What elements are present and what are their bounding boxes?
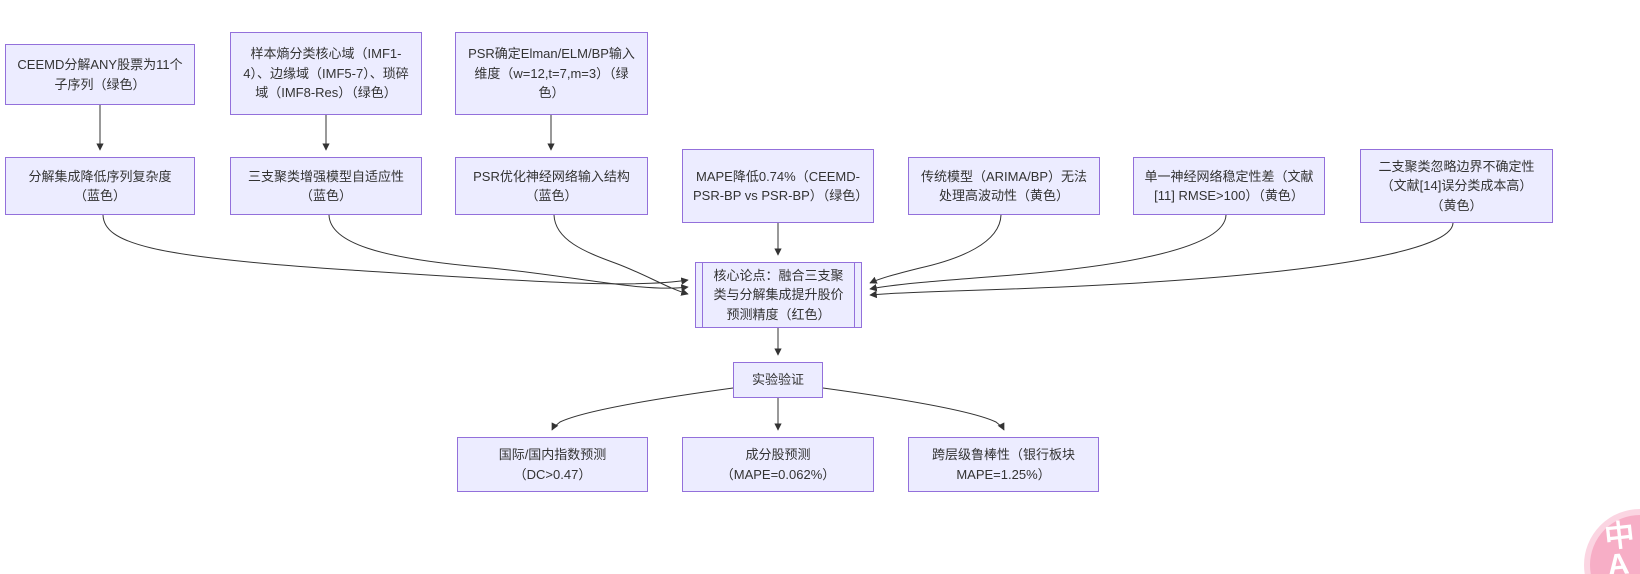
translate-badge-label: 中 A (1602, 518, 1638, 574)
node-label: 核心论点：融合三支聚类与分解集成提升股价预测精度（红色） (713, 267, 844, 322)
node-label: 二支聚类忽略边界不确定性（文献[14]误分类成本高）（黄色） (1378, 158, 1535, 213)
edge-exp-m (822, 387, 1005, 431)
node-label: 分解集成降低序列复杂度（蓝色） (28, 168, 172, 204)
node-experimental-validation: 实验验证 (733, 362, 823, 398)
edge-j-core (869, 222, 1454, 299)
node-core-thesis: 核心论点：融合三支聚类与分解集成提升股价预测精度（红色） (695, 262, 862, 328)
node-label: MAPE降低0.74%（CEEMD-PSR-BP vs PSR-BP）（绿色） (693, 168, 869, 204)
edge-e-core (328, 214, 689, 292)
edge-h-core (869, 214, 1002, 284)
node-label: 实验验证 (751, 372, 804, 388)
node-label: CEEMD分解ANY股票为11个子序列（绿色） (17, 57, 183, 92)
node-constituent-stock-prediction: 成分股预测（MAPE=0.062%） (682, 437, 874, 492)
edge-d-core (102, 214, 689, 285)
node-sample-entropy-classification: 样本熵分类核心域（IMF1-4）、边缘域（IMF5-7）、琐碎域（IMF8-Re… (230, 32, 422, 115)
node-label: PSR优化神经网络输入结构（蓝色） (473, 168, 630, 204)
edge-i-core (869, 214, 1227, 292)
node-label: 三支聚类增强模型自适应性（蓝色） (247, 168, 404, 204)
node-label: 单一神经网络稳定性差（文献[11] RMSE>100）（黄色） (1144, 168, 1314, 204)
node-mape-reduction: MAPE降低0.74%（CEEMD-PSR-BP vs PSR-BP）（绿色） (682, 149, 874, 223)
node-label: 成分股预测（MAPE=0.062%） (720, 447, 836, 482)
node-decomposition-reduces-complexity: 分解集成降低序列复杂度（蓝色） (5, 157, 195, 215)
node-traditional-model-limitation: 传统模型（ARIMA/BP）无法处理高波动性（黄色） (908, 157, 1100, 215)
node-label: 跨层级鲁棒性（银行板块MAPE=1.25%） (931, 447, 1075, 482)
node-psr-optimizes-input-structure: PSR优化神经网络输入结构（蓝色） (455, 157, 648, 215)
node-cross-level-robustness: 跨层级鲁棒性（银行板块MAPE=1.25%） (908, 437, 1099, 492)
edge-f-core (553, 214, 689, 296)
node-three-way-clustering-adaptivity: 三支聚类增强模型自适应性（蓝色） (230, 157, 422, 215)
node-two-way-clustering-limitation: 二支聚类忽略边界不确定性（文献[14]误分类成本高）（黄色） (1360, 149, 1553, 223)
translate-badge-icon[interactable]: 中 A (1584, 509, 1640, 574)
node-label: PSR确定Elman/ELM/BP输入维度（w=12,t=7,m=3）（绿色） (468, 46, 635, 101)
node-label: 传统模型（ARIMA/BP）无法处理高波动性（黄色） (920, 168, 1088, 204)
node-label: 样本熵分类核心域（IMF1-4）、边缘域（IMF5-7）、琐碎域（IMF8-Re… (243, 46, 409, 101)
node-label: 国际/国内指数预测（DC>0.47） (498, 447, 607, 482)
node-ceemd-decomposition: CEEMD分解ANY股票为11个子序列（绿色） (5, 44, 195, 105)
edge-exp-k (551, 387, 734, 431)
node-single-nn-instability: 单一神经网络稳定性差（文献[11] RMSE>100）（黄色） (1133, 157, 1325, 215)
node-psr-input-dimension: PSR确定Elman/ELM/BP输入维度（w=12,t=7,m=3）（绿色） (455, 32, 648, 115)
node-index-prediction: 国际/国内指数预测（DC>0.47） (457, 437, 648, 492)
